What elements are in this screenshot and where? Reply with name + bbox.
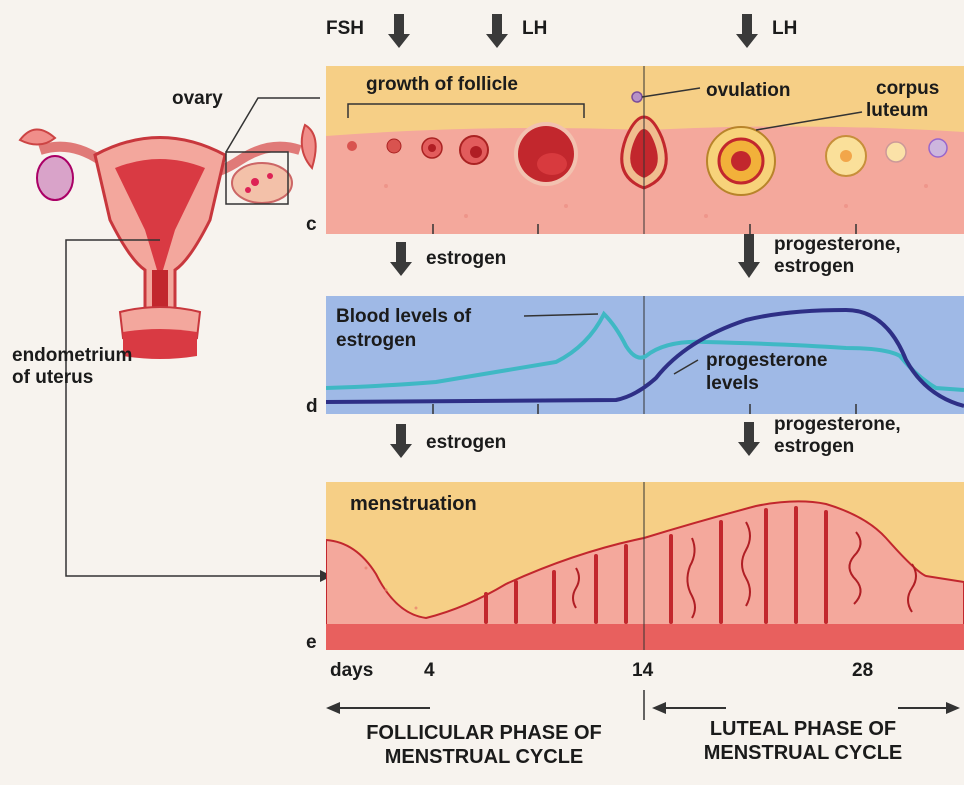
corpus-label-line2: luteum bbox=[866, 100, 928, 121]
progesterone-arrow-2-icon bbox=[738, 422, 760, 456]
day-tick-14: 14 bbox=[632, 660, 653, 681]
ovulation-label: ovulation bbox=[706, 80, 790, 101]
follicular-phase-label-line2: MENSTRUAL CYCLE bbox=[326, 746, 642, 769]
progesterone-label-1-line1: progesterone, bbox=[774, 234, 901, 255]
endometrium-label-line1: endometrium bbox=[12, 345, 132, 366]
luteal-phase-label-line1: LUTEAL PHASE OF bbox=[648, 718, 958, 741]
fsh-down-arrow-icon bbox=[388, 14, 410, 48]
progesterone-levels-label-line1: progesterone bbox=[706, 350, 827, 371]
menstruation-label: menstruation bbox=[350, 494, 477, 515]
day-tick-28: 28 bbox=[852, 660, 873, 681]
lh-down-arrow-icon bbox=[486, 14, 508, 48]
panel-e-letter: e bbox=[306, 632, 317, 654]
estrogen-arrow-1-icon bbox=[390, 242, 412, 276]
lh-surge-down-arrow-icon bbox=[736, 14, 758, 48]
estrogen-arrow-2-icon bbox=[390, 424, 412, 458]
corpus-label-line1: corpus bbox=[876, 78, 939, 99]
estrogen-label-1: estrogen bbox=[426, 248, 506, 269]
progesterone-arrow-1-icon bbox=[738, 234, 760, 278]
panel-d-letter: d bbox=[306, 396, 318, 418]
blood-estrogen-label-line1: Blood levels of bbox=[336, 306, 471, 327]
progesterone-label-2-line1: progesterone, bbox=[774, 414, 901, 435]
days-axis-label: days bbox=[330, 660, 373, 681]
endometrium-label-line2: of uterus bbox=[12, 367, 93, 388]
ovary-label: ovary bbox=[172, 88, 223, 109]
blood-estrogen-label-line2: estrogen bbox=[336, 330, 416, 351]
uterus-illustration bbox=[0, 80, 330, 600]
progesterone-levels-label-line2: levels bbox=[706, 373, 759, 394]
lh-label-luteal: LH bbox=[772, 18, 797, 39]
estrogen-label-2: estrogen bbox=[426, 432, 506, 453]
progesterone-label-1-line2: estrogen bbox=[774, 256, 854, 277]
panel-c-letter: c bbox=[306, 214, 317, 236]
day-tick-4: 4 bbox=[424, 660, 435, 681]
fsh-label: FSH bbox=[326, 18, 364, 39]
progesterone-label-2-line2: estrogen bbox=[774, 436, 854, 457]
follicular-phase-label-line1: FOLLICULAR PHASE OF bbox=[326, 722, 642, 745]
growth-of-follicle-label: growth of follicle bbox=[366, 74, 518, 95]
luteal-phase-label-line2: MENSTRUAL CYCLE bbox=[648, 742, 958, 765]
lh-label-follicular: LH bbox=[522, 18, 547, 39]
